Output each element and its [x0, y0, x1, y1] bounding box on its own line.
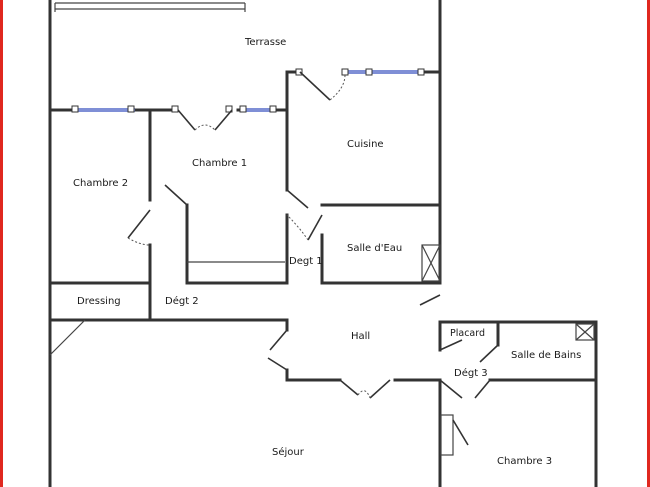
room-label-placard: Placard	[450, 328, 485, 339]
room-label-terrasse: Terrasse	[244, 37, 286, 48]
interior-walls	[48, 70, 598, 487]
frame-left-border	[0, 0, 3, 487]
room-label-salle-eau: Salle d'Eau	[347, 243, 402, 254]
ventilation-shafts	[421, 244, 595, 456]
terrace-railing	[54, 2, 246, 12]
doors	[127, 71, 499, 446]
room-label-degt-1: Degt 1	[289, 256, 323, 267]
room-label-chambre-3: Chambre 3	[497, 456, 552, 467]
room-label-salle-de-bains: Salle de Bains	[511, 350, 581, 361]
room-label-chambre-2: Chambre 2	[73, 178, 128, 189]
room-label-chambre-1: Chambre 1	[192, 158, 247, 169]
frame-right-border	[647, 0, 650, 487]
windows	[71, 68, 425, 113]
room-label-sejour: Séjour	[272, 446, 305, 458]
room-label-degt-2: Dégt 2	[165, 295, 199, 307]
room-label-degt-3: Dégt 3	[454, 367, 488, 379]
room-label-dressing: Dressing	[77, 296, 121, 307]
room-label-cuisine: Cuisine	[347, 139, 384, 150]
room-label-hall: Hall	[351, 331, 370, 342]
